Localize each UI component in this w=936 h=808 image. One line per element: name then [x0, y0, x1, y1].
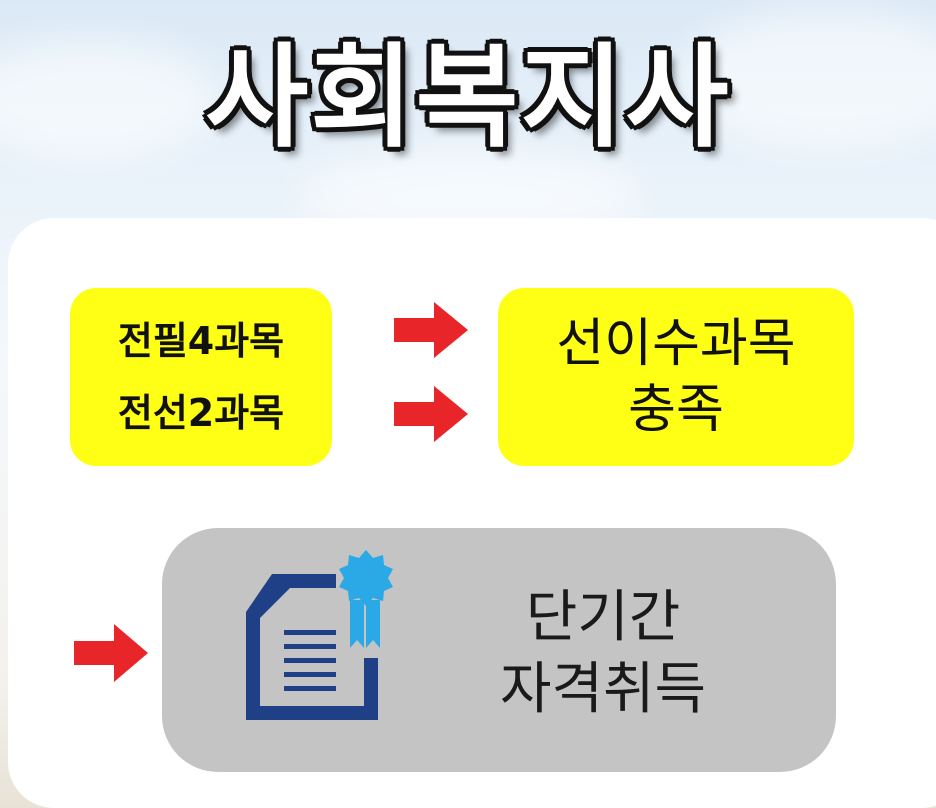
prerequisite-line-2: 충족 — [628, 380, 724, 440]
cloud-decoration — [0, 40, 220, 160]
page-title: 사회복지사 — [205, 33, 731, 163]
cloud-decoration — [680, 10, 936, 150]
right-arrow-icon — [74, 624, 148, 682]
right-arrow-icon — [394, 302, 468, 358]
requirement-line-1: 전필4과목 — [117, 319, 285, 363]
certificate-icon — [246, 550, 393, 720]
result-text: 단기간 자격취득 — [458, 582, 748, 726]
result-line-1: 단기간 — [525, 585, 681, 650]
result-box — [162, 528, 836, 772]
prerequisite-box: 선이수과목 충족 — [498, 288, 854, 466]
right-arrow-icon — [394, 386, 468, 442]
result-line-2: 자격취득 — [499, 657, 707, 722]
requirement-line-2: 전선2과목 — [117, 391, 285, 435]
prerequisite-line-1: 선이수과목 — [556, 314, 796, 374]
requirement-box: 전필4과목 전선2과목 — [70, 288, 332, 466]
